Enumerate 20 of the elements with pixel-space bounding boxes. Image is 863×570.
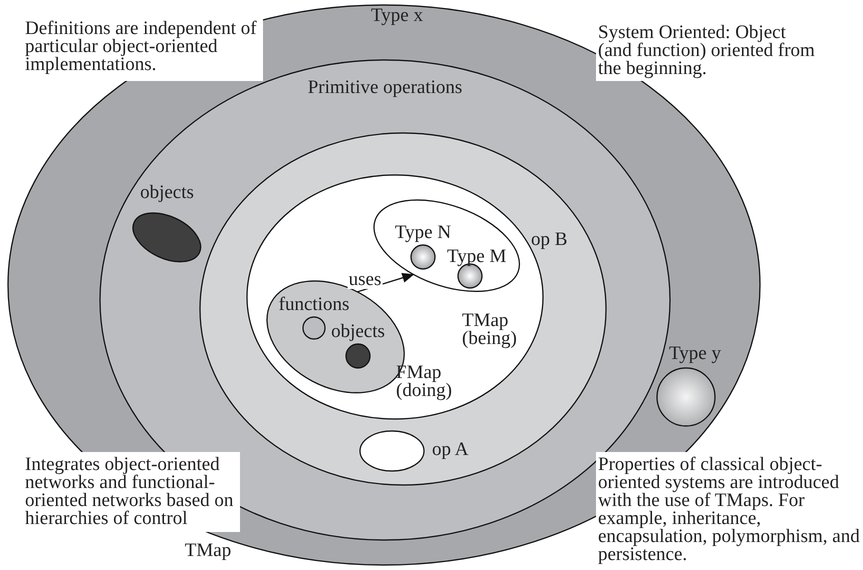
shape-label: TMap (being) bbox=[462, 312, 518, 348]
shape-label: functions bbox=[278, 296, 350, 314]
circle-shape bbox=[410, 244, 435, 269]
shape-label: Type N bbox=[394, 224, 452, 242]
shape-label: op A bbox=[432, 441, 468, 459]
circle-shape bbox=[657, 368, 715, 426]
shape-label: objects bbox=[140, 184, 194, 202]
shape-label: FMap (doing) bbox=[396, 364, 453, 400]
region-label: TMap bbox=[184, 542, 232, 560]
circle-shape bbox=[346, 344, 370, 368]
shape-label: objects bbox=[331, 323, 385, 341]
region-label: Type x bbox=[371, 7, 423, 25]
region-label: Primitive operations bbox=[308, 79, 462, 97]
circle-shape bbox=[302, 316, 325, 339]
shape-label: Type y bbox=[669, 345, 721, 363]
note-text: Integrates object-oriented networks and functional-oriented networks based on hierarchies of control bbox=[22, 452, 240, 532]
ellipse-shape bbox=[360, 431, 424, 471]
shape-label: op B bbox=[531, 231, 568, 249]
shape-label: Type M bbox=[447, 248, 506, 266]
ellipse-shape bbox=[133, 212, 201, 262]
